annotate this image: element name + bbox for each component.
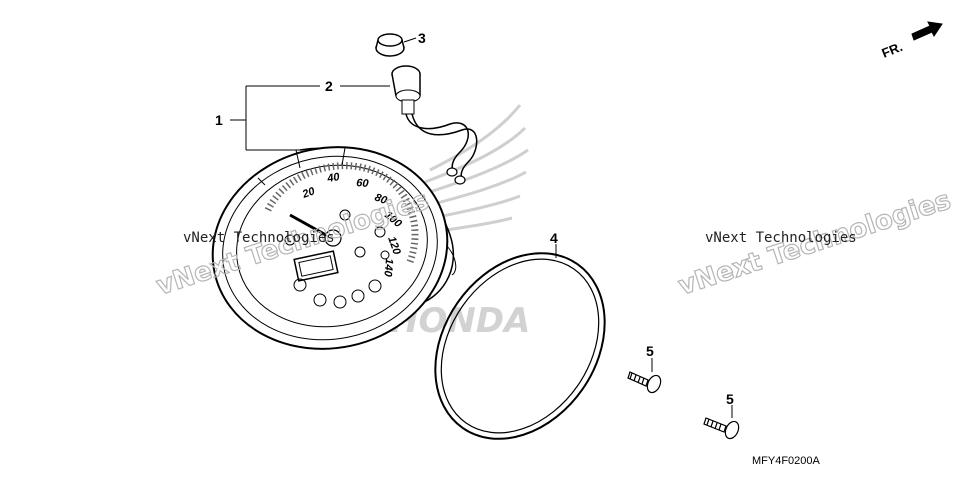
callout-1: 1: [215, 112, 223, 128]
gauge-number-20: 20: [300, 185, 317, 201]
arrow-right-icon: [911, 21, 943, 41]
callout-4: 4: [550, 230, 558, 246]
front-direction-indicator: FR.: [880, 21, 943, 61]
callout-5-upper: 5: [646, 343, 654, 359]
bulb-socket-part: [391, 65, 478, 185]
seal-ring-part: [434, 244, 606, 440]
screw-part-b: [703, 405, 740, 440]
front-label: FR.: [880, 39, 905, 61]
part-code-label: MFY4F0200A: [752, 455, 821, 467]
watermark-right: vNext Technologies vNext Technologies: [674, 185, 955, 303]
grommet-part: [375, 33, 417, 57]
callout-3: 3: [418, 30, 426, 46]
gauge-number-60: 60: [356, 177, 370, 190]
callout-2: 2: [325, 78, 333, 94]
speedometer-assembly: [211, 146, 457, 350]
gauge-number-40: 40: [325, 171, 341, 185]
gauge-number-140: 140: [381, 258, 395, 278]
callout-bracket: [230, 85, 390, 151]
watermark-left-text: vNext Technologies: [183, 230, 335, 246]
screw-part-a: [627, 358, 662, 394]
callout-5-lower: 5: [726, 391, 734, 407]
gauge-number-80: 80: [373, 192, 389, 208]
watermark-right-text: vNext Technologies: [705, 230, 857, 246]
